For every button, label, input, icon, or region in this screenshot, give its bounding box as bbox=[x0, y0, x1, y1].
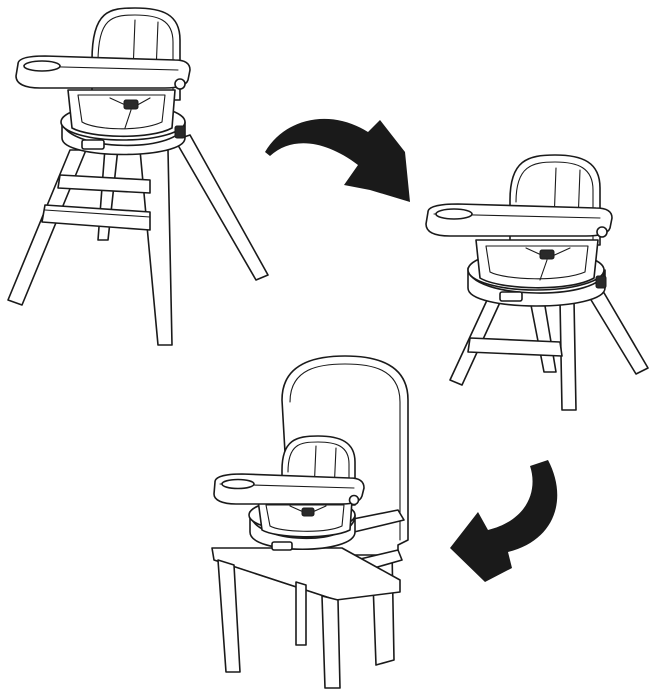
low-chair-icon bbox=[426, 155, 648, 410]
high-chair-icon bbox=[8, 8, 268, 345]
booster-seat-icon bbox=[212, 356, 408, 688]
curved-arrow-right-icon bbox=[265, 119, 410, 202]
curved-arrow-left-icon bbox=[450, 460, 557, 582]
